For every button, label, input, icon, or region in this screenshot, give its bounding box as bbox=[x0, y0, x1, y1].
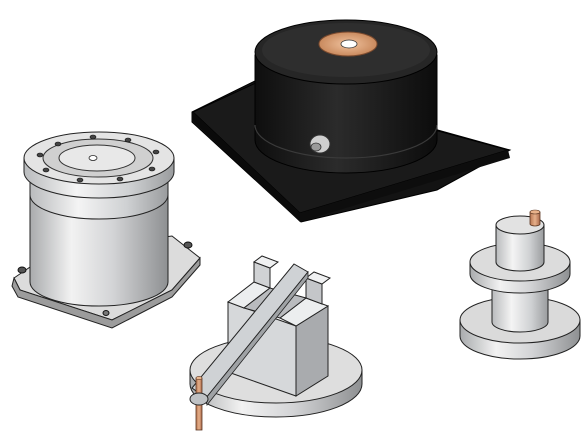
black-plate-edge-right bbox=[300, 150, 510, 222]
black-plate-edge bbox=[193, 112, 300, 222]
flange-bolt-9 bbox=[36, 152, 44, 158]
plate-bolt-1 bbox=[17, 266, 27, 274]
flanged-cylinder-assembly bbox=[11, 131, 201, 329]
spool-assembly bbox=[459, 209, 581, 360]
arm-end-cap bbox=[189, 392, 209, 406]
flange-bolt-2 bbox=[89, 134, 97, 140]
flange-bolt-6 bbox=[116, 176, 124, 182]
flange-bolt-5 bbox=[148, 166, 156, 172]
black-cylinder-body bbox=[254, 54, 438, 174]
flange-bolt-8 bbox=[42, 167, 50, 173]
spool-copper-pin-top bbox=[529, 209, 541, 215]
flange-bolt-1 bbox=[54, 141, 62, 147]
side-knob-center bbox=[310, 142, 322, 152]
post-left-top bbox=[252, 255, 280, 269]
post-right-top bbox=[304, 271, 332, 285]
flange-bolts bbox=[36, 134, 160, 183]
plate-bolt-3 bbox=[183, 241, 193, 249]
flange-bolt-3 bbox=[124, 137, 132, 143]
black-cylinder-assembly bbox=[191, 19, 512, 223]
flange-bolt-4 bbox=[152, 149, 160, 155]
spool-hub bbox=[495, 224, 545, 272]
pivot-arm-assembly bbox=[189, 255, 363, 431]
left-base-plate-edge bbox=[11, 256, 201, 329]
copper-rod-top bbox=[195, 376, 203, 380]
spool-copper-pin bbox=[529, 211, 541, 227]
copper-disc-hole bbox=[340, 39, 358, 49]
plate-bolt-4 bbox=[102, 310, 110, 316]
left-flange-hole bbox=[88, 155, 98, 161]
flange-bolt-7 bbox=[76, 177, 84, 183]
black-cylinder-lower-ring bbox=[254, 124, 438, 159]
